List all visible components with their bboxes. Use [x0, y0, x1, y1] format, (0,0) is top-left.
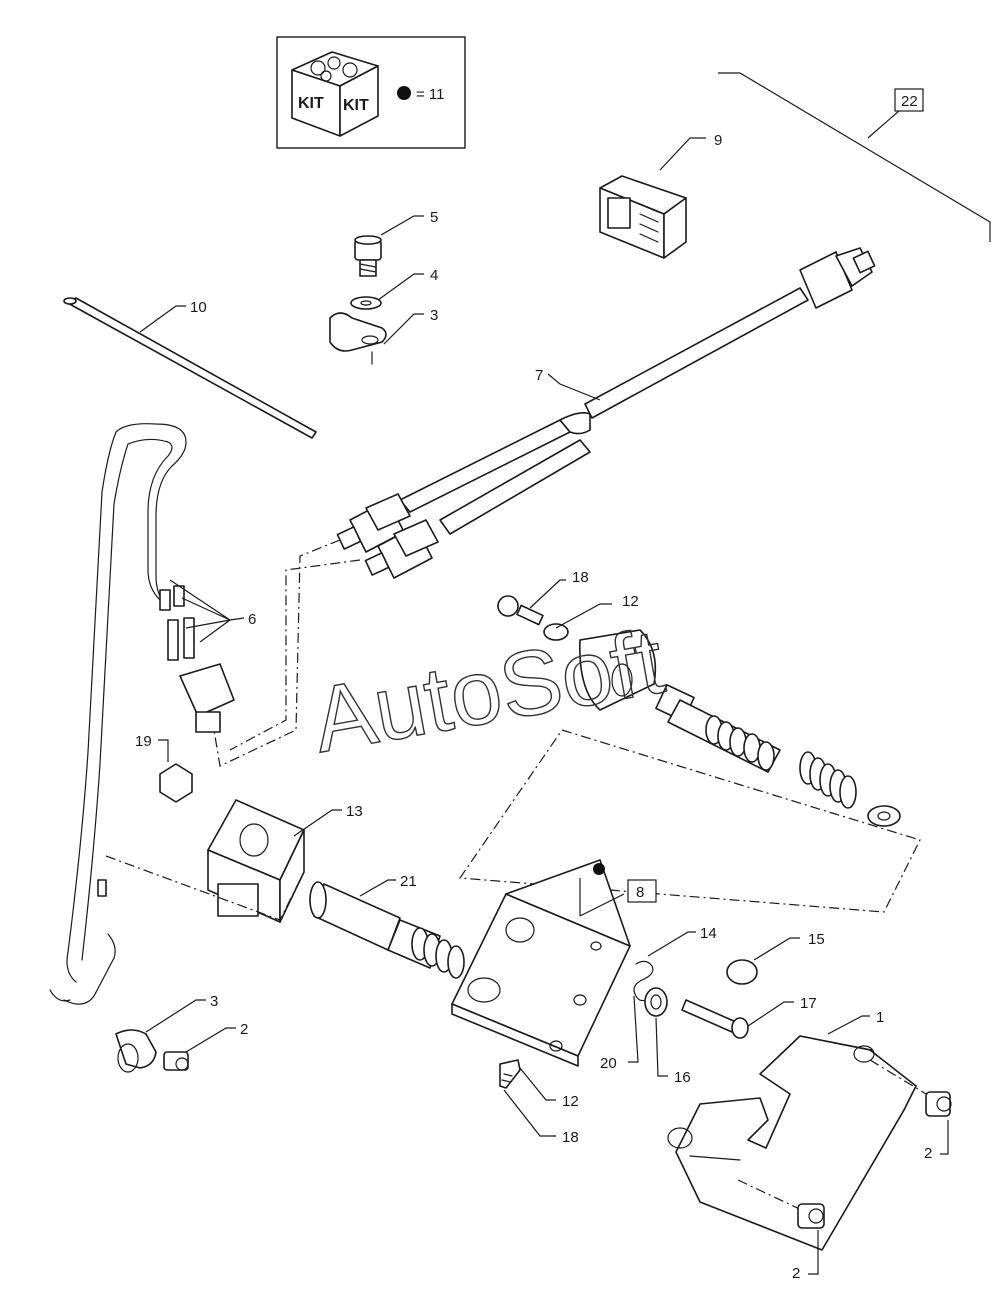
kit-legend-box: KIT KIT = 11 [276, 36, 466, 149]
callout-9: 9 [714, 132, 722, 149]
callout-2-left: 2 [240, 1021, 248, 1038]
callout-7: 7 [535, 367, 543, 384]
cartridge-21: 21 [309, 873, 465, 979]
callout-5: 5 [430, 209, 438, 226]
watermark: AutoSoft [306, 610, 671, 772]
plug-19: 19 [135, 733, 193, 803]
bolt-17 [681, 999, 749, 1039]
valve-cartridge [458, 629, 921, 913]
bolt-2-right [925, 1091, 952, 1117]
callout-1: 1 [876, 1009, 884, 1026]
callout-22: 22 [901, 93, 918, 110]
callout-3-lower: 3 [210, 993, 218, 1010]
callout-19: 19 [135, 733, 152, 750]
spool [667, 699, 781, 773]
sensor-cable-6: 6 [49, 423, 361, 1005]
mounting-bracket: 1 2 2 [667, 1009, 952, 1282]
callout-8: 8 [636, 884, 644, 901]
kit-equation: = 11 [416, 86, 445, 103]
callout-16: 16 [674, 1069, 691, 1086]
bolt-washer-clip-set: 5 4 3 [329, 209, 438, 365]
callout-4: 4 [430, 267, 438, 284]
callout-6: 6 [248, 611, 256, 628]
callout-10: 10 [190, 299, 207, 316]
callout-2-right: 2 [924, 1145, 932, 1162]
harness-connector-b [364, 519, 439, 579]
callout-14: 14 [700, 925, 717, 942]
callout-12-lower: 12 [562, 1093, 579, 1110]
callout-18-upper: 18 [572, 569, 589, 586]
callout-21: 21 [400, 873, 417, 890]
spring [799, 751, 857, 809]
callout-2-bottom: 2 [792, 1265, 800, 1282]
callout-12-upper: 12 [622, 593, 639, 610]
pin-lower: 12 18 [499, 1059, 579, 1146]
clip-lower-left: 3 2 [115, 993, 248, 1073]
callout-18-lower: 18 [562, 1129, 579, 1146]
rocker-switch: 9 [599, 132, 722, 259]
solenoid-coil: 13 [105, 799, 363, 923]
callout-13: 13 [346, 803, 363, 820]
harness-end-connector [799, 247, 876, 309]
seal-set: 14 15 16 20 17 [600, 925, 825, 1086]
kit-marker-on-8 [593, 863, 605, 875]
wire-harness: 7 [336, 247, 876, 579]
kit-box-icon: KIT KIT [291, 51, 379, 137]
cable-tie: 10 [63, 297, 317, 439]
kit-label-left: KIT [298, 95, 324, 112]
callout-20: 20 [600, 1055, 617, 1072]
callout-3-upper: 3 [430, 307, 438, 324]
callout-15: 15 [808, 931, 825, 948]
kit-label-right: KIT [343, 97, 369, 114]
harness-group-22: 22 [718, 72, 991, 242]
callout-17: 17 [800, 995, 817, 1012]
bolt-2-bottom [797, 1203, 825, 1229]
plunger-upper: 18 12 [497, 569, 639, 641]
kit-marker-dot [397, 86, 411, 100]
valve-body: 8 [451, 859, 657, 1067]
